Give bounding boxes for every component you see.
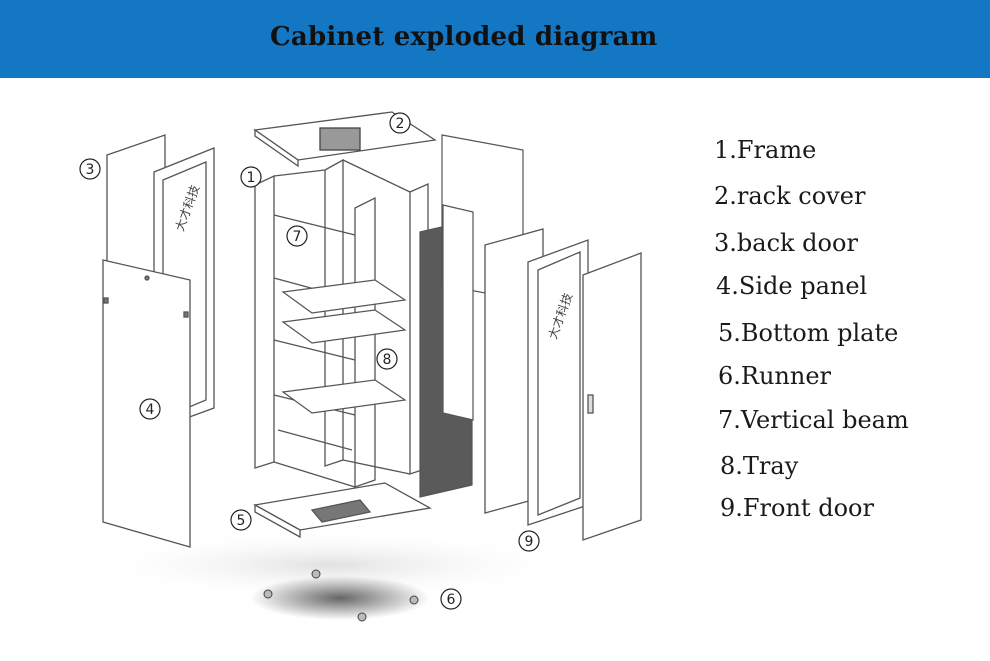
svg-text:4: 4 — [146, 402, 155, 418]
callout-9: 9 — [518, 530, 540, 552]
header-banner: Cabinet exploded diagram — [0, 0, 990, 78]
castor-wheel-2 — [311, 569, 321, 579]
part-runner — [250, 569, 430, 622]
svg-text:5: 5 — [237, 513, 246, 529]
legend-item-runner: 6.Runner — [718, 362, 832, 390]
svg-text:2: 2 — [396, 116, 405, 132]
svg-text:8: 8 — [383, 352, 392, 368]
callout-3: 3 — [79, 158, 101, 180]
callout-4: 4 — [139, 398, 161, 420]
callout-5: 5 — [230, 509, 252, 531]
page-title: Cabinet exploded diagram — [270, 22, 658, 52]
runner-shadow — [250, 576, 430, 620]
callout-2: 2 — [389, 112, 411, 134]
floor-shadow — [80, 530, 580, 600]
part-bottom-plate — [253, 482, 432, 539]
castor-wheel-3 — [357, 612, 367, 622]
callout-7: 7 — [286, 225, 308, 247]
legend-item-vertical-beam: 7.Vertical beam — [718, 406, 909, 434]
svg-text:3: 3 — [86, 162, 95, 178]
part-front-door: 大才科技 — [484, 228, 642, 541]
svg-text:9: 9 — [525, 534, 534, 550]
svg-text:6: 6 — [447, 592, 456, 608]
part-tray — [281, 279, 407, 414]
legend-item-frame: 1.Frame — [714, 136, 817, 164]
legend-item-side-panel: 4.Side panel — [716, 272, 868, 300]
legend-item-tray: 8.Tray — [720, 452, 799, 480]
exploded-diagram: 大才科技 大才科技 — [79, 111, 642, 622]
callout-6: 6 — [440, 588, 462, 610]
legend-item-front-door: 9.Front door — [720, 494, 874, 522]
callout-8: 8 — [376, 348, 398, 370]
svg-text:1: 1 — [247, 170, 256, 186]
legend-item-back-door: 3.back door — [714, 229, 858, 257]
parts-legend: 1.Frame 2.rack cover 3.back door 4.Side … — [700, 78, 990, 661]
part-runner-panel — [419, 134, 524, 498]
callout-1: 1 — [240, 166, 262, 188]
legend-item-rack-cover: 2.rack cover — [714, 182, 866, 210]
castor-wheel-4 — [409, 595, 419, 605]
castor-wheel-1 — [263, 589, 273, 599]
legend-item-bottom-plate: 5.Bottom plate — [718, 319, 899, 347]
svg-text:7: 7 — [293, 229, 302, 245]
